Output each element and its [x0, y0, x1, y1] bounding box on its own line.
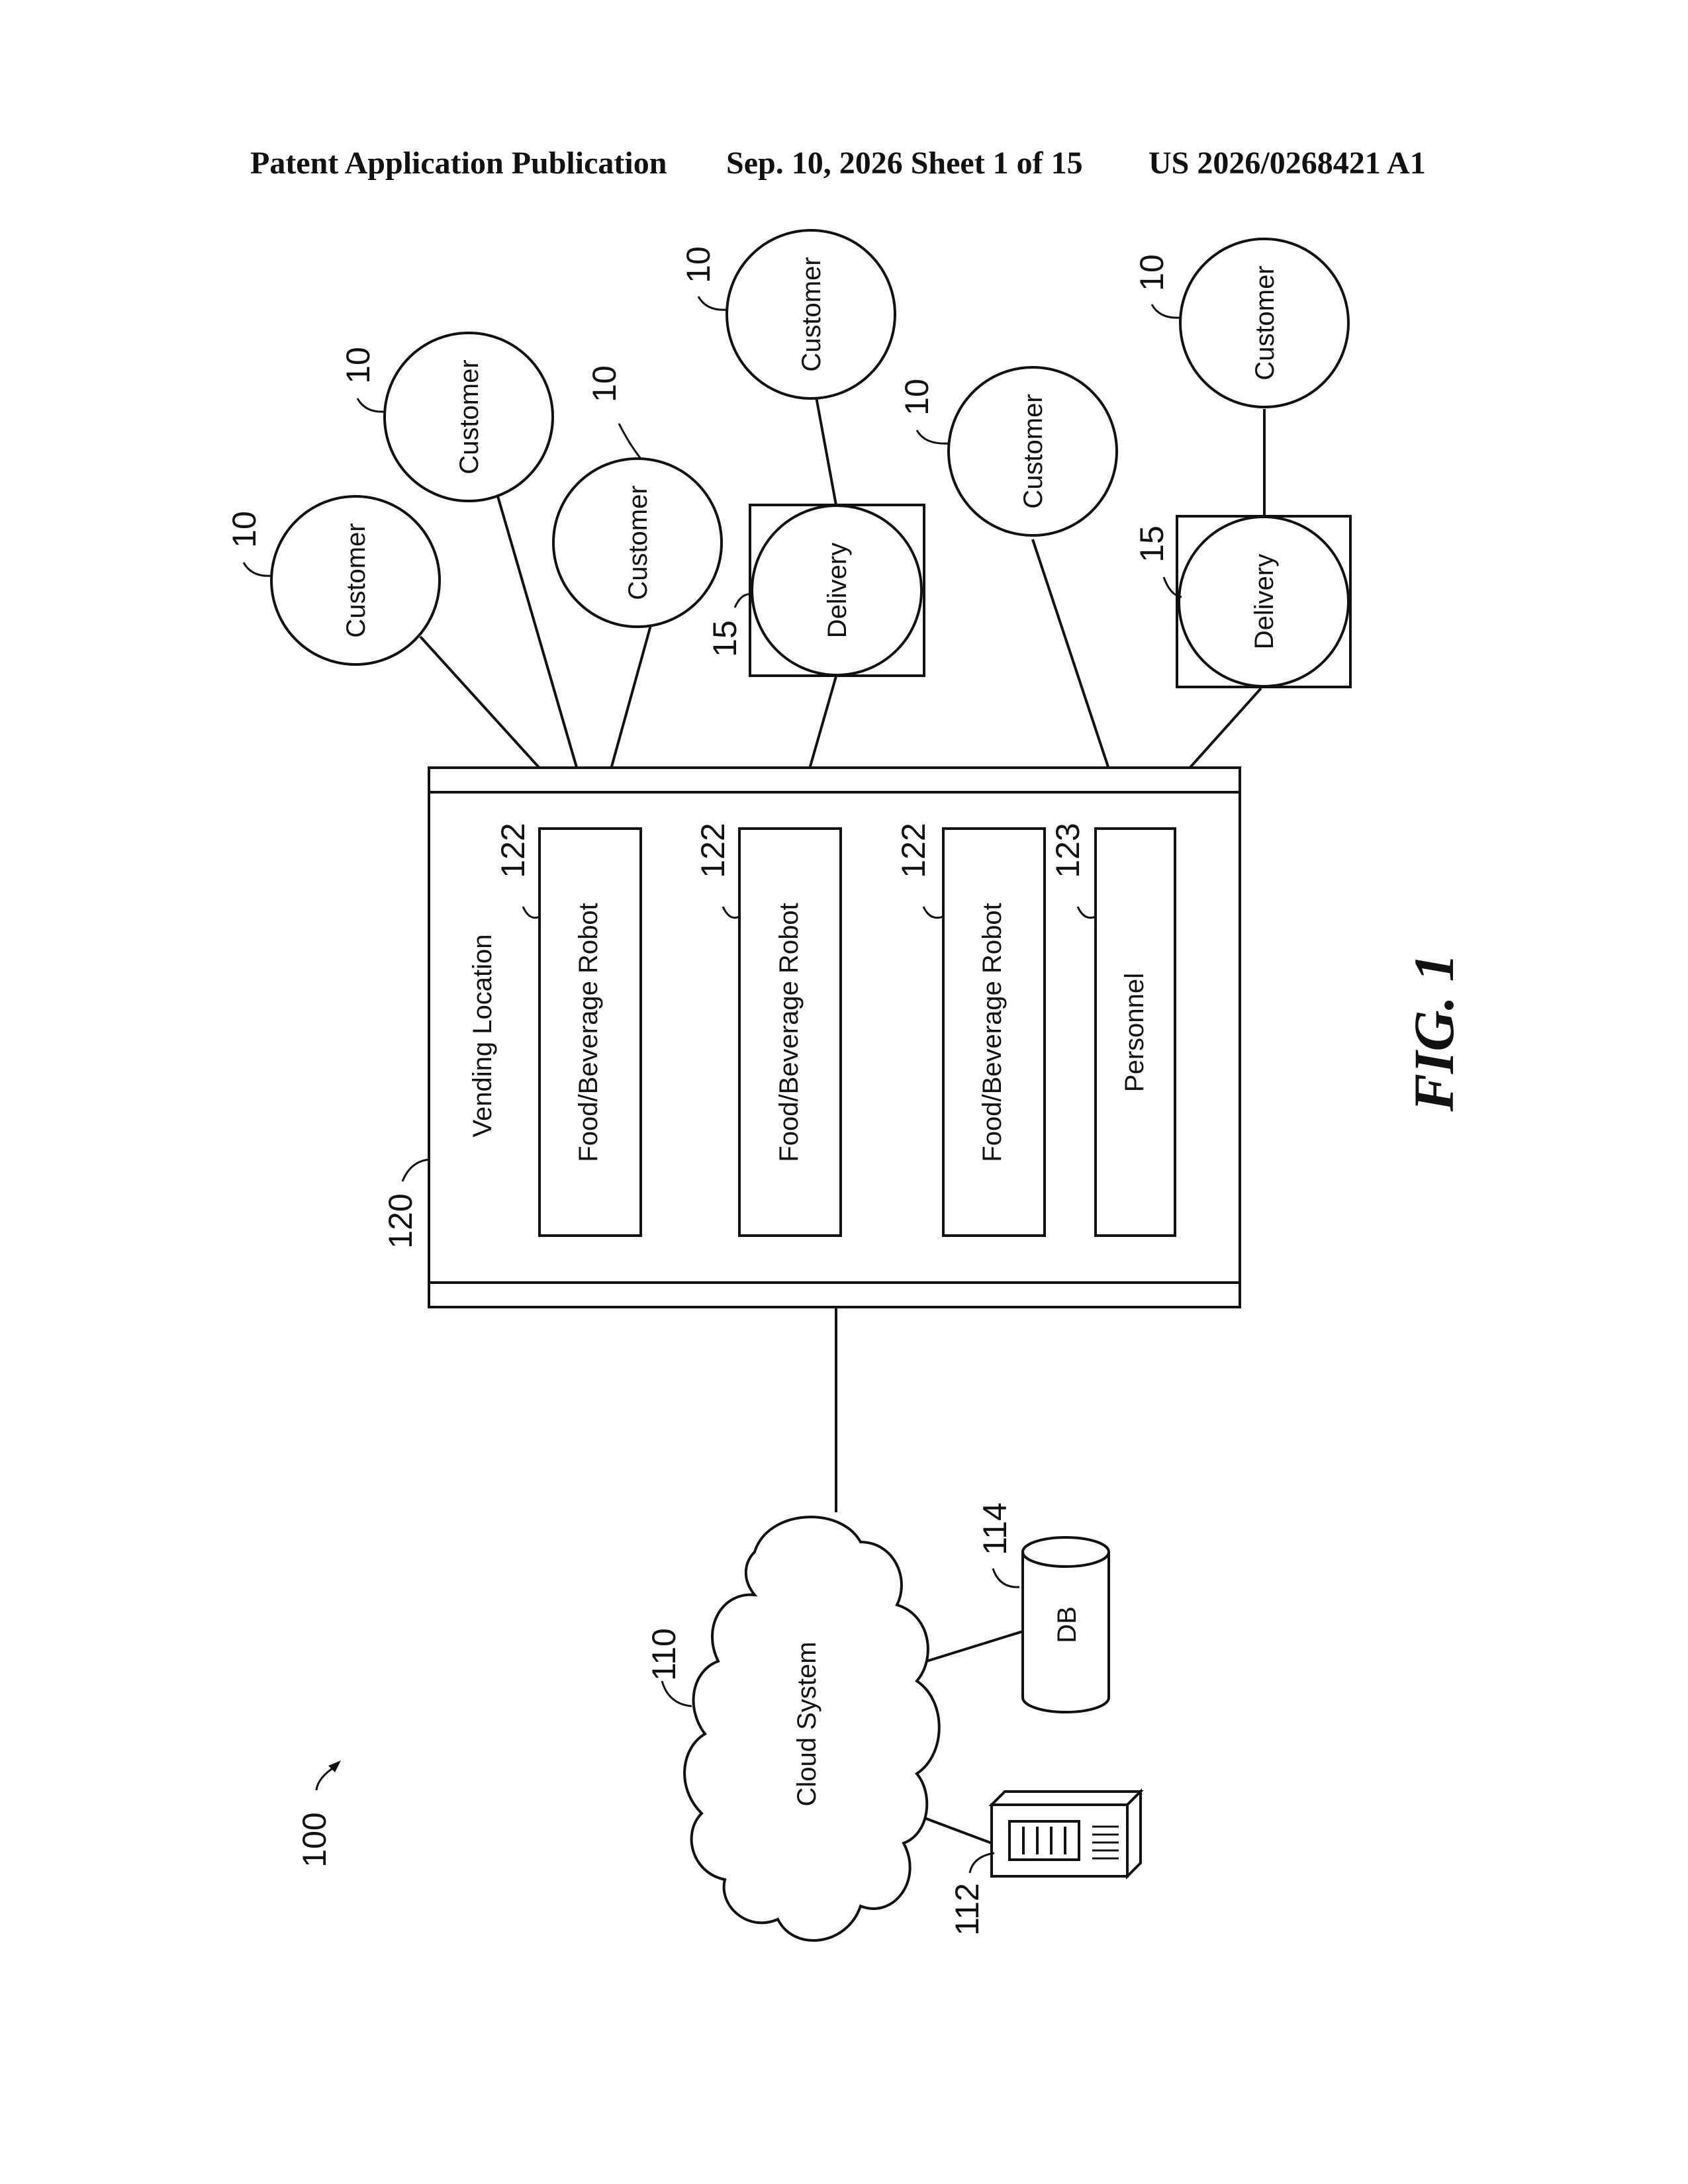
cloud-system: Cloud System 110 [645, 1517, 939, 1940]
robot-label: Food/Beverage Robot [574, 903, 603, 1161]
customer: Customer 10 [898, 367, 1117, 535]
publication-date-sheet: Sep. 10, 2026 Sheet 1 of 15 [726, 146, 1083, 181]
line-cloud-db [927, 1631, 1023, 1661]
cloud-system-ref: 110 [645, 1628, 682, 1681]
vending-location-label: Vending Location [468, 934, 497, 1138]
customer-ref: 10 [1133, 254, 1170, 291]
database-label: DB [1053, 1606, 1082, 1643]
publication-title: Patent Application Publication [250, 146, 667, 181]
customer: Customer 10 [1133, 239, 1348, 407]
customer-ref: 10 [680, 246, 717, 283]
customer-ref: 10 [226, 511, 263, 548]
delivery-label: Delivery [823, 543, 852, 638]
line-customer4-delivery1 [816, 397, 836, 505]
database-icon: DB 114 [976, 1502, 1109, 1712]
robot-ref: 122 [494, 823, 532, 878]
figure-label: FIG. 1 [1402, 954, 1466, 1113]
customer-label: Customer [624, 485, 653, 600]
customer: Customer 10 [340, 333, 553, 501]
robot-ref: 122 [694, 823, 731, 878]
customer: Customer 10 [553, 365, 722, 627]
delivery-ref: 15 [706, 620, 743, 657]
vending-location-ref: 120 [382, 1193, 419, 1248]
customer-ref: 10 [898, 379, 935, 416]
cloud-system-label: Cloud System [792, 1642, 821, 1807]
customer-leader [917, 430, 949, 443]
customer: Customer 10 [680, 230, 895, 398]
vending-leader [402, 1160, 429, 1181]
system-ref: 100 [296, 1760, 341, 1868]
personnel-label: Personnel [1120, 973, 1149, 1092]
customer: Customer 10 [226, 496, 440, 664]
server-front [992, 1805, 1127, 1876]
customer-leader [619, 424, 641, 459]
server-ref: 112 [949, 1883, 986, 1936]
customer-ref: 10 [586, 365, 623, 402]
customer-label: Customer [797, 257, 826, 371]
customer-label: Customer [1019, 394, 1048, 508]
robot-label: Food/Beverage Robot [774, 903, 804, 1161]
database-ref: 114 [976, 1502, 1013, 1555]
customer-label: Customer [342, 523, 371, 637]
customer-leader [1152, 304, 1180, 318]
customer-label: Customer [1250, 265, 1280, 380]
server-side [1127, 1792, 1141, 1876]
database-leader [993, 1569, 1019, 1587]
delivery-ref: 15 [1133, 525, 1170, 563]
delivery: Delivery 15 [1133, 516, 1350, 687]
customer-leader [244, 563, 271, 576]
customer-label: Customer [455, 359, 484, 474]
robot-label: Food/Beverage Robot [978, 903, 1007, 1161]
robot-ref: 122 [895, 823, 932, 878]
customer-leader [357, 398, 385, 412]
server-icon: 112 [949, 1792, 1141, 1936]
delivery: Delivery 15 [706, 505, 924, 676]
customer-leader [698, 296, 727, 310]
db-top [1023, 1537, 1109, 1567]
cloud-leader [662, 1681, 692, 1706]
customer-ref: 10 [340, 347, 377, 384]
publication-number: US 2026/0268421 A1 [1149, 146, 1426, 181]
system-ref-number: 100 [296, 1812, 333, 1867]
personnel-ref: 123 [1049, 823, 1086, 878]
delivery-label: Delivery [1250, 554, 1279, 649]
server-top [992, 1792, 1141, 1805]
